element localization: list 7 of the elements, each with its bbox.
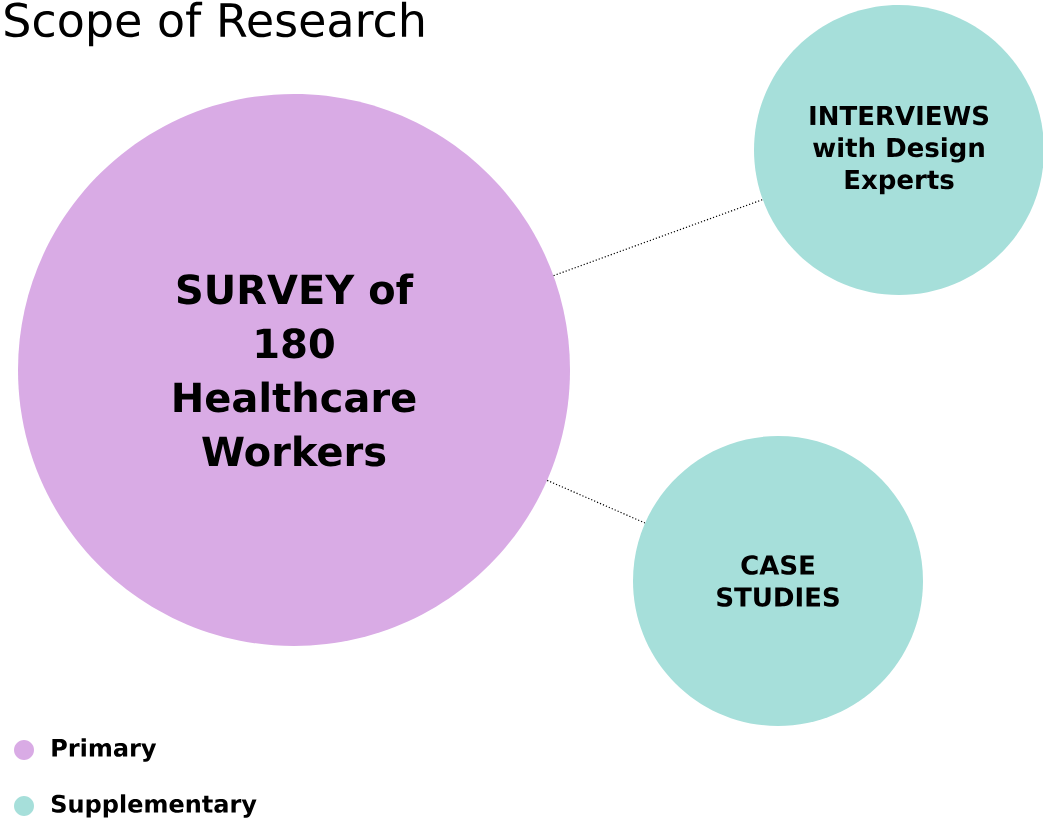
legend-label: Primary xyxy=(52,738,157,762)
legend-label: Supplementary xyxy=(51,794,257,818)
title: Scope of Research xyxy=(5,1,424,47)
dotted-line xyxy=(553,199,764,277)
circle-node: SURVEY of 180 Healthcare Workers xyxy=(18,94,570,646)
dotted-line xyxy=(546,479,646,524)
circle-node: CASE STUDIES xyxy=(633,436,923,726)
